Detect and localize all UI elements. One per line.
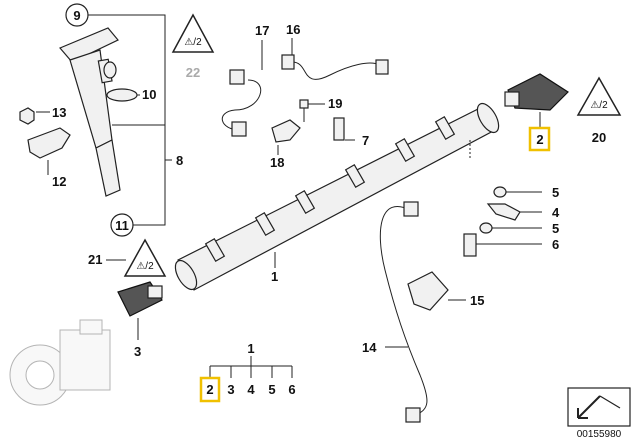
union-fitting-4[interactable] — [486, 203, 521, 221]
camshaft-sensor[interactable] — [117, 281, 163, 317]
svg-text:⚠/2: ⚠/2 — [136, 261, 154, 272]
bolt-7[interactable] — [333, 117, 345, 141]
callout-22: 22 — [186, 65, 200, 80]
warning-triangle-20: ⚠/2 — [576, 76, 622, 116]
callout-14: 14 — [362, 340, 377, 355]
bolt-19[interactable] — [299, 99, 309, 122]
injector-clamp[interactable] — [27, 127, 71, 159]
injection-line-17[interactable] — [222, 69, 262, 137]
fuel-rail[interactable] — [171, 100, 503, 293]
seal-ring-5b[interactable] — [479, 222, 493, 234]
callout-9: 9 — [73, 8, 80, 23]
callout-3: 3 — [134, 344, 141, 359]
callout-6: 6 — [552, 237, 559, 252]
high-pressure-line-14[interactable] — [379, 201, 428, 423]
callout-19: 19 — [328, 96, 342, 111]
clamp-18[interactable] — [271, 119, 301, 143]
callout-2: 2 — [536, 132, 543, 147]
clamp-nut[interactable] — [19, 107, 35, 125]
callout-18: 18 — [270, 155, 284, 170]
svg-text:4: 4 — [247, 382, 255, 397]
callout-15: 15 — [470, 293, 484, 308]
bracket-8 — [88, 14, 166, 226]
callout-17: 17 — [255, 23, 269, 38]
injector[interactable] — [59, 27, 121, 197]
rail-pressure-sensor[interactable] — [504, 73, 569, 111]
callout-8: 8 — [176, 153, 183, 168]
svg-text:3: 3 — [227, 382, 234, 397]
highlight-2-top — [528, 126, 551, 152]
callout-5b: 5 — [552, 221, 559, 236]
callout-13: 13 — [52, 105, 66, 120]
injector-seal-ring[interactable] — [106, 88, 138, 102]
callout-21: 21 — [88, 252, 102, 267]
hollow-bolt-6[interactable] — [463, 233, 477, 257]
callout-12: 12 — [52, 174, 66, 189]
svg-text:⚠/2: ⚠/2 — [184, 37, 202, 48]
seal-ring-5a[interactable] — [493, 186, 507, 198]
callout-16: 16 — [286, 22, 300, 37]
diagram-id-box: 00155980 — [567, 387, 631, 440]
callout-5a: 5 — [552, 185, 559, 200]
warning-triangle-22: ⚠/2 — [171, 13, 215, 53]
callout-10: 10 — [142, 87, 156, 102]
protective-cap-15[interactable] — [407, 271, 449, 311]
highlight-2-legend — [199, 376, 221, 403]
parts-set-legend: 1 2 3 4 5 6 — [199, 341, 296, 403]
callout-1: 1 — [271, 269, 278, 284]
diagram-id: 00155980 — [577, 429, 622, 440]
callout-20: 20 — [592, 130, 606, 145]
injection-line-16[interactable] — [281, 54, 389, 80]
svg-text:5: 5 — [268, 382, 275, 397]
svg-text:2: 2 — [206, 382, 213, 397]
warning-triangle-21: ⚠/2 — [123, 238, 167, 277]
callout-11: 11 — [115, 218, 129, 233]
high-pressure-pump — [9, 319, 111, 406]
callout-7: 7 — [362, 133, 369, 148]
svg-text:6: 6 — [288, 382, 295, 397]
svg-text:1: 1 — [247, 341, 254, 356]
svg-text:⚠/2: ⚠/2 — [590, 100, 608, 111]
callout-4: 4 — [552, 205, 560, 220]
